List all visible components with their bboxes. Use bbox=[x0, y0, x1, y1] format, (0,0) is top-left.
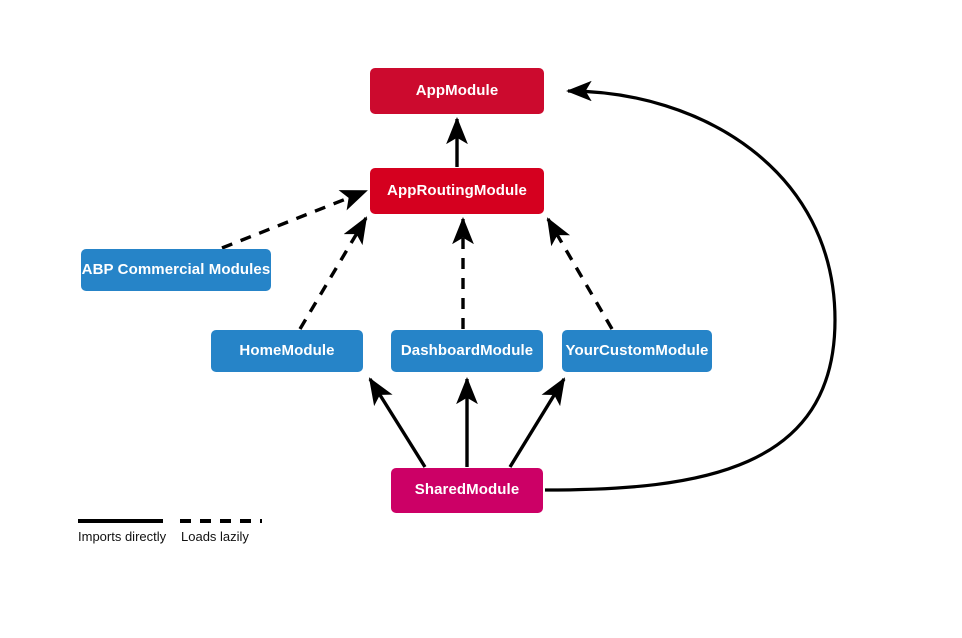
node-shared-module-label: SharedModule bbox=[414, 481, 520, 499]
edge-home-to-app-routing bbox=[298, 216, 368, 330]
edge-abp-to-app-routing bbox=[221, 189, 368, 250]
node-home-module-label: HomeModule bbox=[239, 341, 335, 359]
edge-shared-to-app bbox=[544, 80, 837, 492]
node-app-module-label: AppModule bbox=[415, 81, 499, 99]
node-dashboard-module[interactable]: DashboardModule bbox=[391, 330, 543, 372]
node-app-routing-module-label: AppRoutingModule bbox=[387, 181, 527, 199]
node-dashboard-module-label: DashboardModule bbox=[400, 341, 534, 359]
node-shared-module[interactable]: SharedModule bbox=[391, 468, 543, 513]
node-your-custom-module[interactable]: YourCustomModule bbox=[562, 330, 712, 372]
node-abp-commercial-modules[interactable]: ABP Commercial Modules bbox=[81, 249, 271, 291]
node-home-module[interactable]: HomeModule bbox=[211, 330, 363, 372]
node-app-routing-module[interactable]: AppRoutingModule bbox=[370, 168, 544, 214]
legend-item-imports-directly: Imports directly bbox=[78, 529, 167, 544]
legend-item-loads-lazily: Loads lazily bbox=[181, 529, 249, 544]
edge-your-custom-to-app-routing bbox=[546, 217, 614, 330]
node-app-module[interactable]: AppModule bbox=[370, 68, 544, 114]
edge-shared-to-home bbox=[368, 377, 427, 468]
edge-shared-to-your-custom bbox=[508, 377, 566, 468]
node-your-custom-module-label: YourCustomModule bbox=[565, 341, 709, 359]
node-abp-commercial-modules-label: ABP Commercial Modules bbox=[81, 260, 271, 278]
